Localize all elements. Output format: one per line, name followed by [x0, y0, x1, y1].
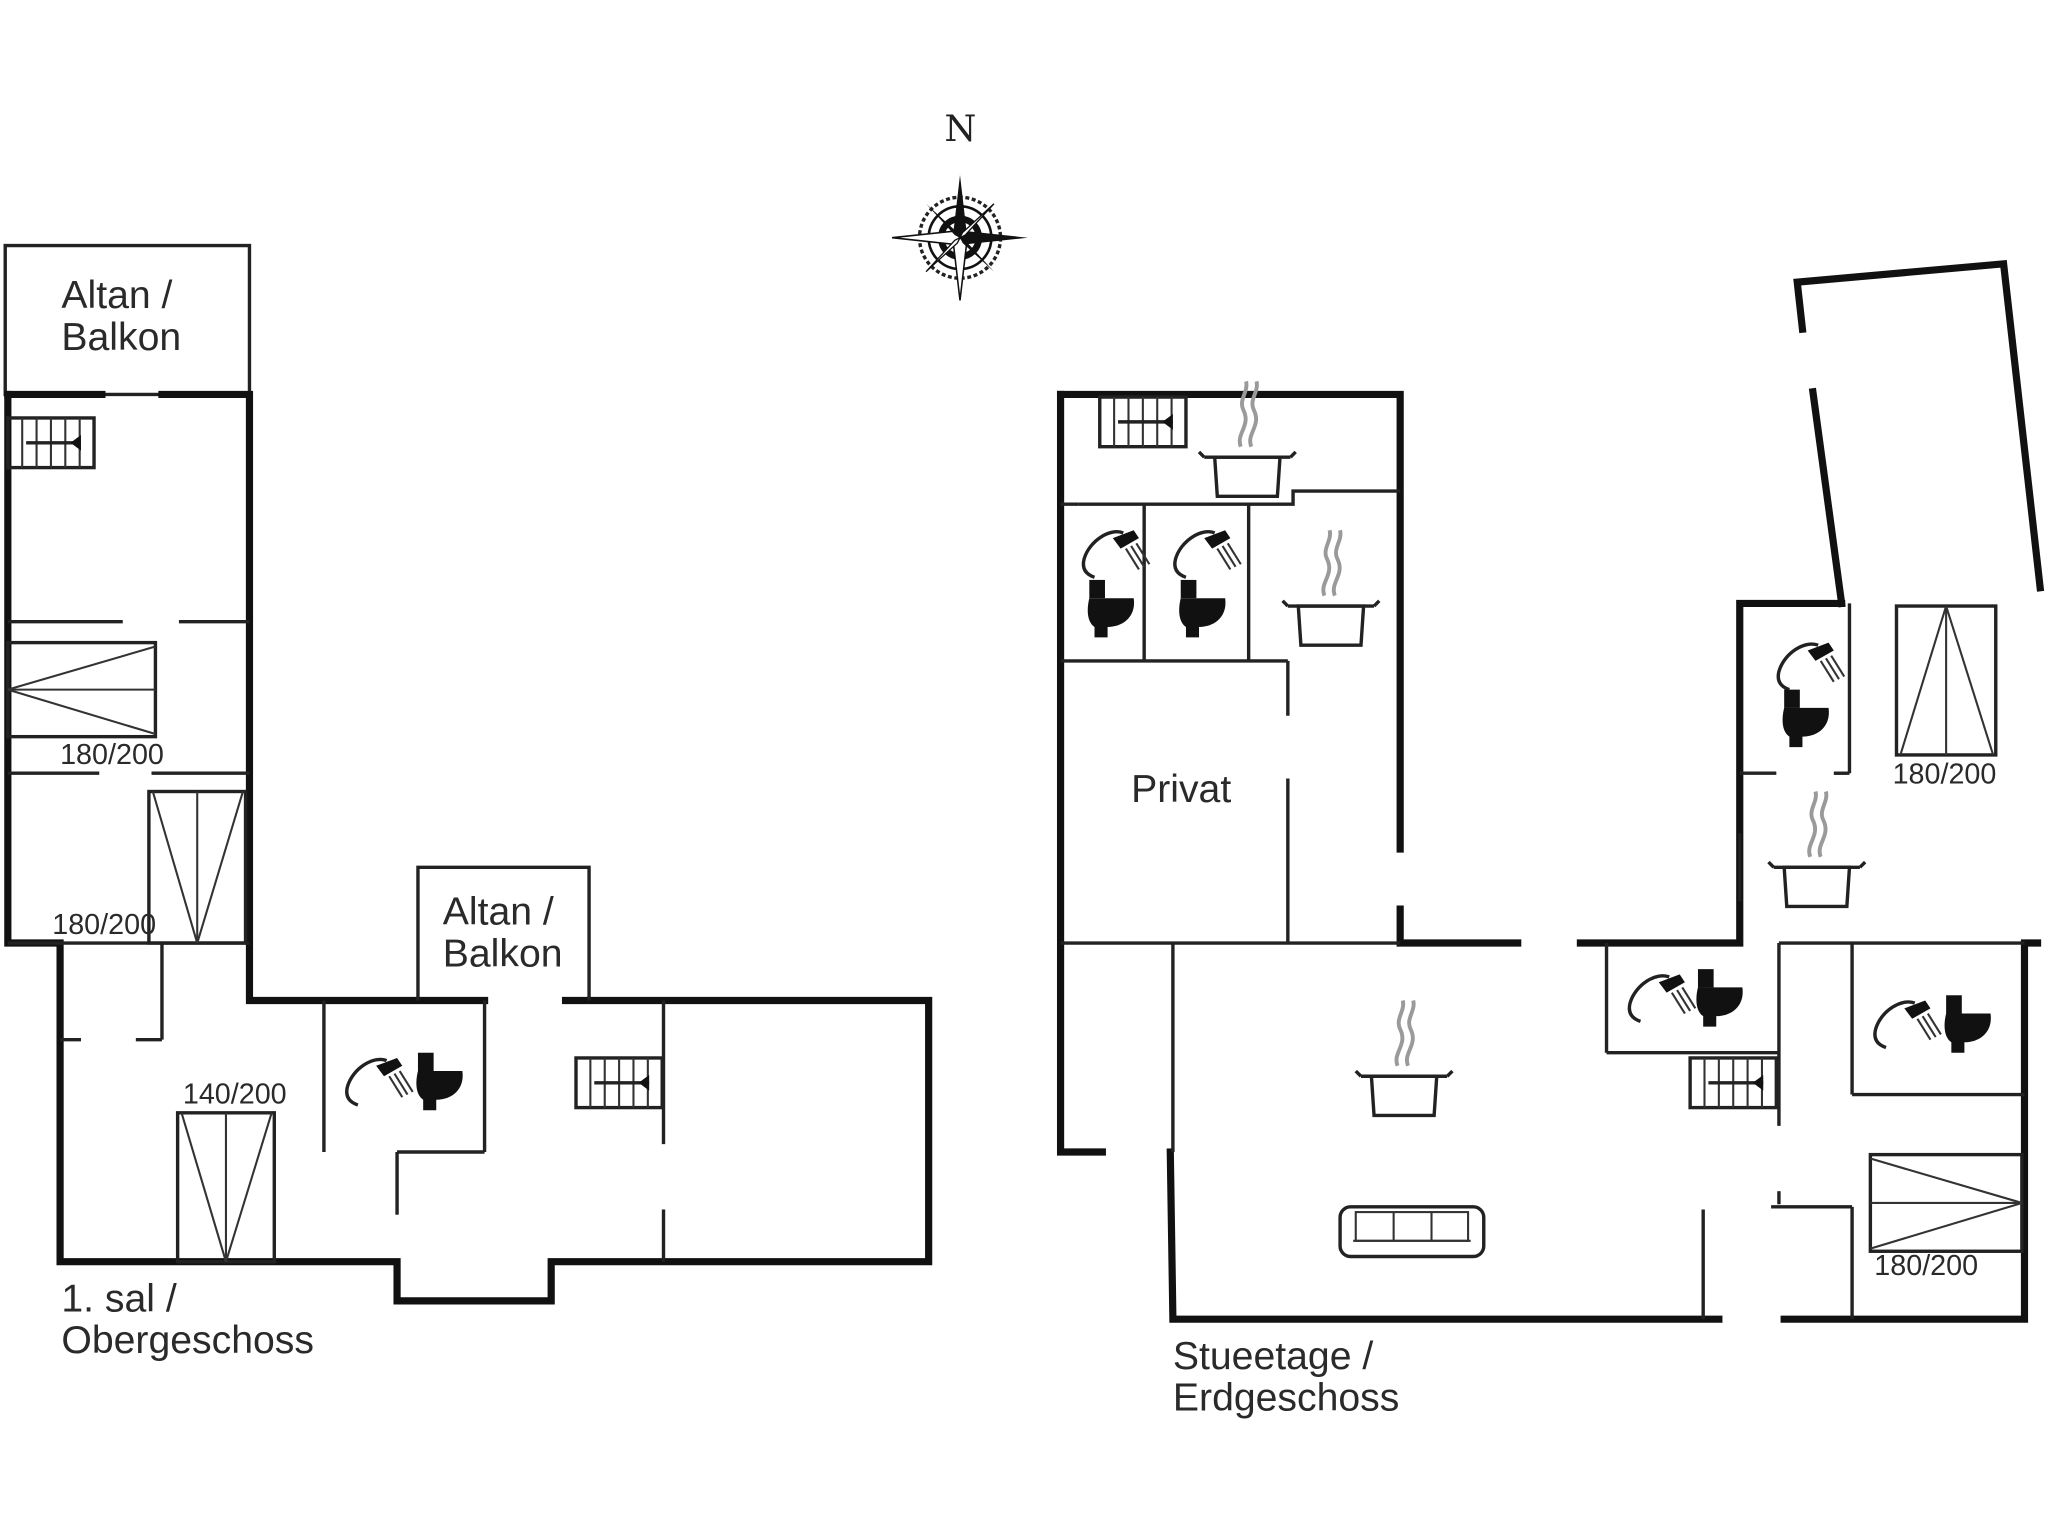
cooking-pot-icon: [1353, 998, 1455, 1118]
toilet-icon: [1944, 995, 1991, 1053]
ground-floor-plan: [1056, 259, 2045, 1323]
toilet-icon: [1179, 579, 1226, 638]
shower-icon: [1081, 528, 1152, 580]
shower-icon: [1873, 998, 1943, 1050]
double-bed-icon: [1894, 604, 1998, 757]
balcony-left-label-1: Altan /: [61, 274, 172, 317]
toilet-icon: [416, 1052, 463, 1111]
toilet-icon: [1696, 969, 1743, 1027]
floor-title-line-2: Obergeschoss: [61, 1319, 314, 1362]
floor-title-line-1: Stueetage /: [1173, 1335, 1373, 1378]
toilet-icon: [1782, 689, 1829, 748]
balcony-left: [3, 243, 252, 397]
balcony-mid-label-1: Altan /: [443, 891, 554, 934]
double-bed-icon: [6, 640, 158, 739]
cooking-pot-icon: [1280, 528, 1382, 648]
staircase-icon: [1688, 1056, 1779, 1110]
bed-size-label: 180/200: [1893, 759, 1997, 791]
staircase-icon: [6, 416, 96, 470]
cooking-pot-icon: [1197, 379, 1298, 499]
compass-rose-icon: [891, 175, 1028, 301]
bed-size-label: 180/200: [1874, 1250, 1978, 1282]
floor-title-line-2: Erdgeschoss: [1173, 1377, 1399, 1420]
shower-icon: [1173, 528, 1243, 580]
double-bed-icon: [175, 1111, 276, 1264]
shower-icon: [345, 1056, 415, 1107]
bed-size-label: 180/200: [60, 739, 164, 771]
balcony-left-label-2: Balkon: [61, 316, 181, 359]
staircase-icon: [574, 1056, 664, 1110]
balcony-mid: [416, 865, 591, 1001]
bed-size-label: 140/200: [183, 1079, 287, 1111]
double-bed-icon: [1868, 1152, 2024, 1253]
cooking-pot-icon: [1766, 789, 1868, 909]
balcony-mid-label-2: Balkon: [443, 933, 563, 976]
sofa-icon: [1338, 1205, 1486, 1259]
floor-title-line-1: 1. sal /: [61, 1277, 177, 1320]
staircase-icon: [1098, 395, 1188, 449]
bed-size-label: 180/200: [52, 909, 156, 941]
north-label: N: [944, 107, 976, 150]
shower-icon: [1627, 972, 1698, 1024]
toilet-icon: [1087, 579, 1135, 638]
shower-icon: [1776, 640, 1846, 692]
first-floor-plan: [3, 243, 933, 1305]
private-room-label: Privat: [1131, 768, 1231, 811]
double-bed-icon: [147, 789, 248, 945]
